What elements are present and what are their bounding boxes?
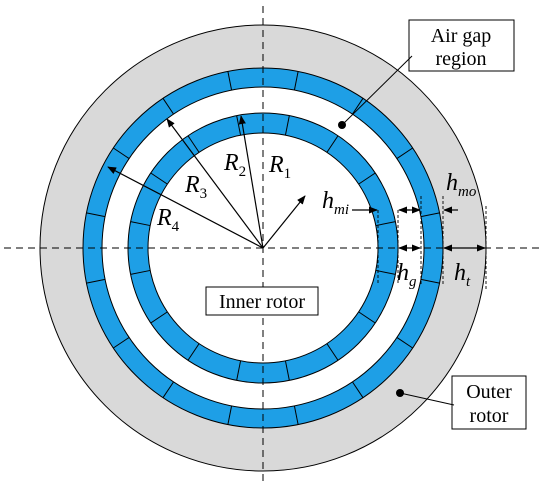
air-gap-leader: [341, 55, 413, 126]
outer-segment-divider: [293, 71, 299, 91]
air-gap-label-line2: region: [435, 48, 486, 70]
inner-segment-divider: [284, 115, 290, 136]
inner-segment-divider: [187, 343, 200, 361]
dimension-extension-lines: [377, 196, 487, 290]
outer-segment-divider: [113, 147, 130, 159]
r4-arrow: [107, 166, 264, 249]
inner-segment-divider: [130, 221, 151, 227]
outer-rotor-label-line2: rotor: [470, 405, 509, 427]
inner-segment-divider: [358, 172, 376, 185]
inner-segment-divider: [236, 115, 242, 136]
inner-segment-divider: [236, 360, 242, 381]
r2-arrow: [238, 115, 264, 249]
outer-segment-divider: [420, 278, 440, 284]
air-gap-callout-box: [408, 19, 515, 72]
outer-segment-divider: [420, 212, 440, 218]
hg-label: hg: [397, 260, 417, 290]
inner-segment-divider: [187, 135, 200, 153]
r3-arrow: [166, 118, 264, 249]
ht-label: ht: [454, 260, 471, 290]
inner-segment-divider: [326, 135, 339, 153]
air-gap-label-line1: Air gap: [431, 25, 492, 47]
outer-segment-divider: [162, 98, 174, 115]
inner-segment-divider: [326, 343, 339, 361]
outer-segment-divider: [352, 381, 364, 398]
outer-rotor-callout-box: [451, 375, 527, 430]
outer-rotor-leader: [399, 392, 455, 406]
outer-magnet-segments: [86, 71, 440, 425]
outer-segment-divider: [293, 405, 299, 425]
outer-segment-divider: [86, 212, 106, 218]
outer-rotor-label-line1: Outer: [466, 381, 512, 403]
r1-arrow: [262, 195, 306, 249]
outer-rotor-leader-dot: [396, 389, 404, 397]
r3-label: R3: [184, 172, 207, 202]
inner-segment-divider: [130, 269, 151, 275]
inner-segment-divider: [150, 311, 168, 324]
outer-segment-divider: [113, 337, 130, 349]
outer-segment-divider: [86, 278, 106, 284]
hmo-label: hmo: [446, 170, 477, 200]
inner-segment-divider: [284, 360, 290, 381]
inner-segment-divider: [150, 172, 168, 185]
outer-segment-divider: [227, 405, 233, 425]
r1-label: R1: [268, 152, 291, 182]
inner-segment-divider: [358, 311, 376, 324]
outer-segment-divider: [162, 381, 174, 398]
inner-segment-divider: [375, 221, 396, 227]
outer-segment-divider: [352, 98, 364, 115]
air-gap-leader-dot: [338, 121, 346, 129]
inner-rotor-label: Inner rotor: [219, 291, 305, 313]
r2-label: R2: [223, 150, 246, 180]
inner-rotor-label-box: [205, 286, 319, 316]
inner-magnet-segments: [130, 115, 396, 381]
inner-segment-divider: [375, 269, 396, 275]
outer-segment-divider: [227, 71, 233, 91]
r4-label: R4: [156, 205, 180, 235]
outer-segment-divider: [396, 337, 413, 349]
hmi-label: hmi: [322, 188, 349, 218]
outer-segment-divider: [396, 147, 413, 159]
